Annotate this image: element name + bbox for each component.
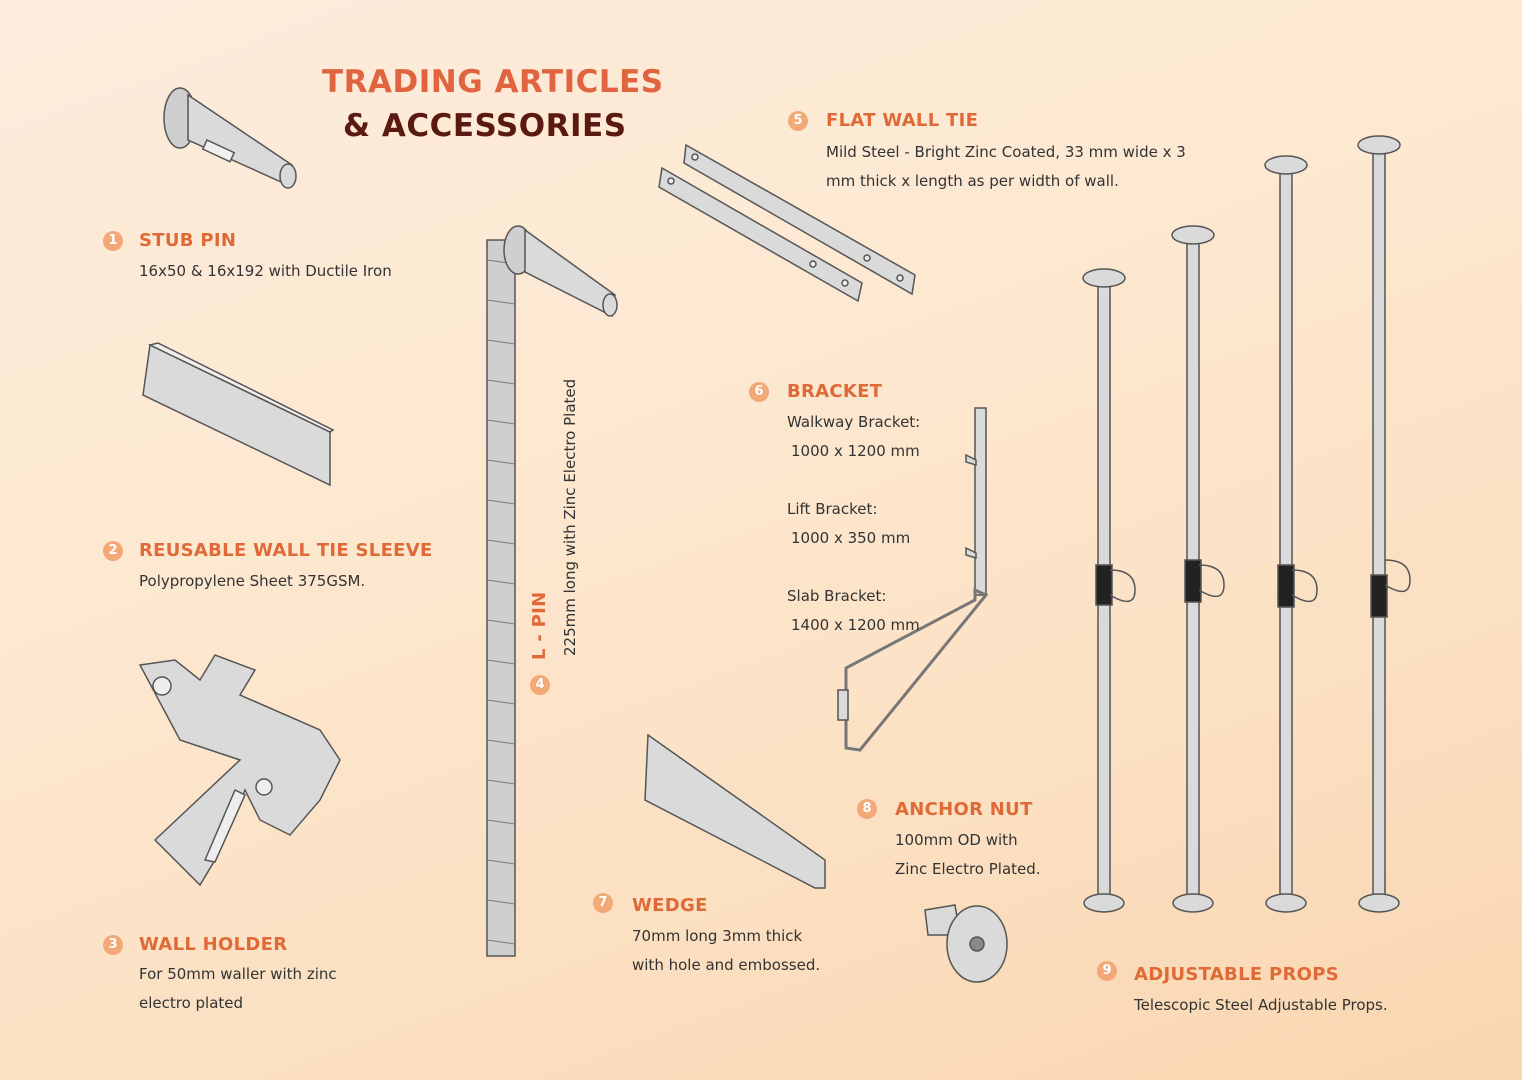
wall-tie-sleeve-image [142, 342, 335, 487]
item-title: WEDGE [632, 895, 708, 916]
item-number-badge: 4 [530, 675, 550, 695]
item-title: FLAT WALL TIE [826, 110, 979, 131]
prop [1082, 268, 1136, 913]
prop [1357, 135, 1411, 913]
anchor-nut-image [924, 904, 1008, 983]
item-description: For 50mm waller with zinc [139, 965, 337, 983]
bracket-image [837, 407, 989, 752]
item-description: 225mm long with Zinc Electro Plated [561, 378, 579, 656]
item-description: Lift Bracket: [787, 500, 878, 518]
item-description: Zinc Electro Plated. [895, 860, 1041, 878]
item-description: Walkway Bracket: [787, 413, 921, 431]
item-description: 16x50 & 16x192 with Ductile Iron [139, 262, 392, 280]
l-pin-image [486, 225, 618, 957]
item-number-badge: 9 [1097, 961, 1117, 981]
flat-wall-tie-image [658, 143, 916, 303]
wedge-image [644, 733, 826, 889]
adjustable-props-image [1082, 135, 1411, 913]
item-title: WALL HOLDER [139, 934, 288, 955]
item-description: electro plated [139, 994, 244, 1012]
wall-holder-image [138, 654, 341, 887]
item-number-badge: 1 [103, 231, 123, 251]
item-description: Polypropylene Sheet 375GSM. [139, 572, 366, 590]
item-description: Slab Bracket: [787, 587, 887, 605]
prop [1264, 155, 1318, 913]
item-number-badge: 5 [788, 111, 808, 131]
item-description: 1000 x 1200 mm [791, 442, 920, 460]
item-description: 1000 x 350 mm [791, 529, 911, 547]
item-description: with hole and embossed. [632, 956, 821, 974]
item-title: BRACKET [787, 381, 883, 402]
item-description: 70mm long 3mm thick [632, 927, 803, 945]
item-title: ADJUSTABLE PROPS [1134, 964, 1340, 985]
item-title: STUB PIN [139, 230, 237, 251]
item-description: 1400 x 1200 mm [791, 616, 920, 634]
item-description: Telescopic Steel Adjustable Props. [1134, 996, 1388, 1014]
item-number-badge: 8 [857, 799, 877, 819]
item-title: ANCHOR NUT [895, 799, 1033, 820]
item-description: Mild Steel - Bright Zinc Coated, 33 mm w… [826, 143, 1186, 161]
item-number-badge: 2 [103, 541, 123, 561]
prop [1171, 225, 1225, 913]
item-description: 100mm OD with [895, 831, 1018, 849]
item-description: mm thick x length as per width of wall. [826, 172, 1119, 190]
stub-pin-image [163, 87, 297, 189]
item-number-badge: 6 [749, 382, 769, 402]
item-title: L - PIN [529, 591, 550, 660]
item-number-badge: 7 [593, 893, 613, 913]
item-number-badge: 3 [103, 935, 123, 955]
page-title-line1: TRADING ARTICLES [322, 64, 664, 100]
page-title-line2: & ACCESSORIES [343, 108, 627, 144]
item-title: REUSABLE WALL TIE SLEEVE [139, 540, 433, 561]
